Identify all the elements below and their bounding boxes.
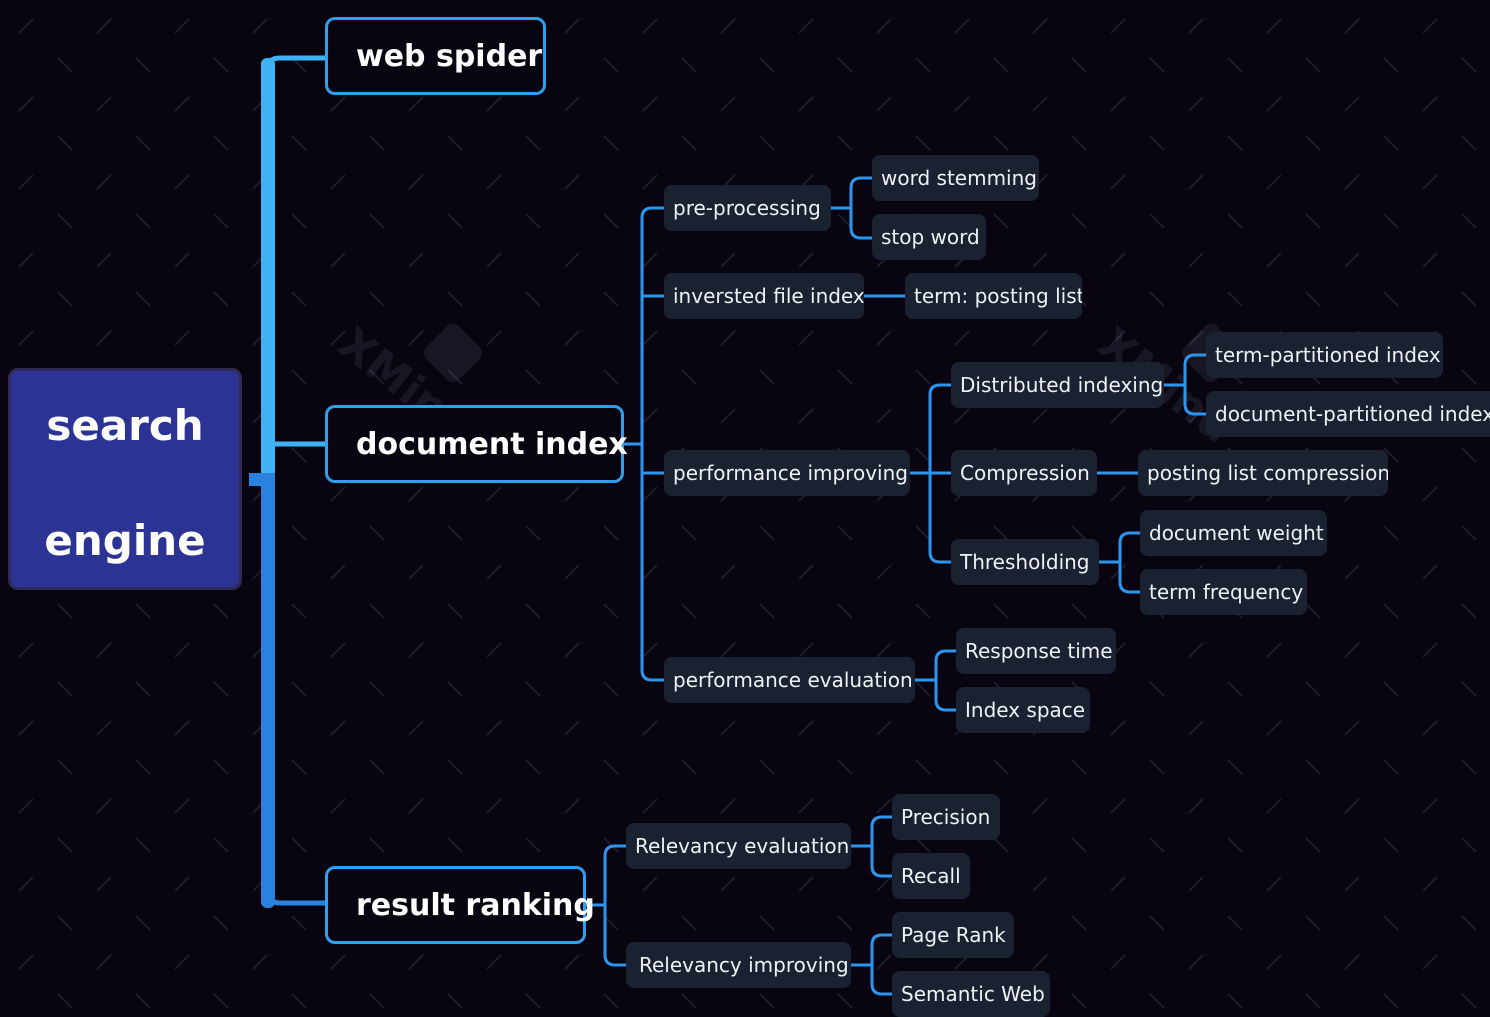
subtopic-stop-word[interactable]: stop word [872,214,986,260]
subtopic-document-partitioned-index[interactable]: document-partitioned index [1206,391,1490,437]
subtopic-semantic-web[interactable]: Semantic Web [892,971,1050,1017]
edge-result-ranking [265,889,327,906]
topic-document-index[interactable]: document index [325,405,628,483]
edge-docindex-mid [642,294,664,475]
trunk-upper [261,58,275,478]
subtopic-pre-processing[interactable]: pre-processing [664,185,831,231]
subtopic-document-weight[interactable]: document weight [1140,510,1327,556]
subtopic-inverted-file-index[interactable]: inversted file index [664,273,864,319]
topic-result-ranking[interactable]: result ranking [325,866,595,944]
edge-relevancy-improving [851,933,892,996]
subtopic-term-partitioned-index[interactable]: term-partitioned index [1206,332,1443,378]
subtopic-performance-evaluation[interactable]: performance evaluation [664,657,915,703]
topic-web-spider[interactable]: web spider [325,17,546,95]
subtopic-distributed-indexing[interactable]: Distributed indexing [951,362,1164,408]
subtopic-term-frequency[interactable]: term frequency [1140,569,1307,615]
subtopic-compression[interactable]: Compression [951,450,1097,496]
edge-ranking-bracket [584,844,626,967]
edge-thresholding [1099,531,1140,594]
edge-relevancy-evaluation [851,815,892,878]
subtopic-term-posting-list[interactable]: term: posting list [905,273,1082,319]
edge-perf-evaluation [915,649,956,712]
edge-perf-improving [910,383,951,564]
subtopic-performance-improving[interactable]: performance improving [664,450,910,496]
subtopic-page-rank[interactable]: Page Rank [892,912,1014,958]
subtopic-thresholding[interactable]: Thresholding [951,539,1099,585]
edge-web-spider [265,55,327,69]
subtopic-relevancy-evaluation[interactable]: Relevancy evaluation [626,823,851,869]
subtopic-index-space[interactable]: Index space [956,687,1090,733]
root-line-1: search [46,401,204,450]
edge-distributed [1164,353,1206,416]
root-topic-search-engine[interactable]: search engine [8,368,242,590]
trunk-lower [261,478,275,908]
subtopic-precision[interactable]: Precision [892,794,1000,840]
root-line-2: engine [44,516,206,565]
subtopic-response-time[interactable]: Response time [956,628,1116,674]
edge-preprocessing [831,176,872,240]
subtopic-posting-list-compression[interactable]: posting list compression [1138,450,1388,496]
edge-docindex-bracket [640,206,664,682]
subtopic-word-stemming[interactable]: word stemming [872,155,1039,201]
subtopic-relevancy-improving[interactable]: Relevancy improving [626,942,851,988]
subtopic-recall[interactable]: Recall [892,853,970,899]
trunk-junction [249,473,275,486]
